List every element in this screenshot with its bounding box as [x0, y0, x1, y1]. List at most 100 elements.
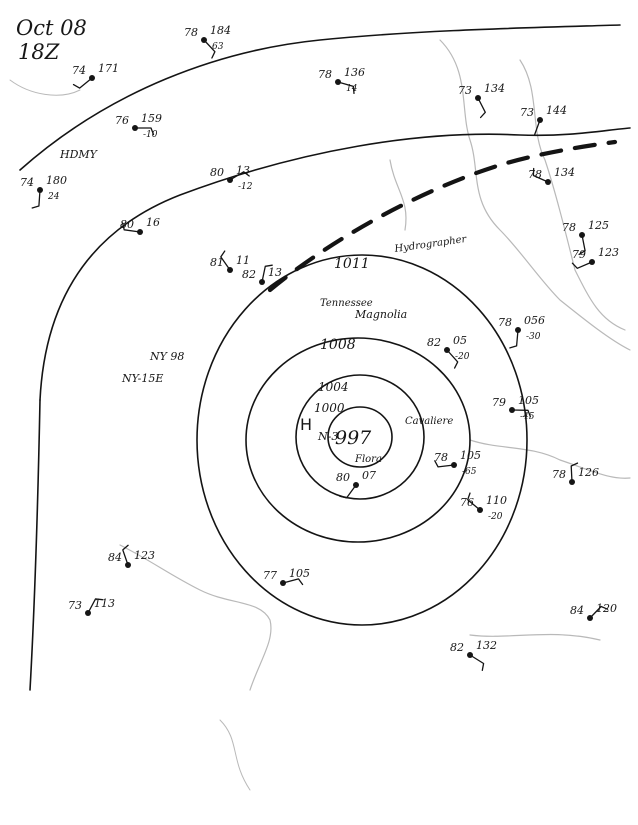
station-tendency: -45: [520, 412, 535, 422]
storm-label: Flora: [354, 454, 382, 465]
wind-barb: [570, 462, 579, 483]
station-pressure: 134: [484, 82, 505, 95]
wind-barb: [339, 484, 357, 499]
station-temperature: 80: [120, 218, 134, 231]
station-pressure: 105: [460, 449, 481, 462]
station-pressure: 16: [146, 216, 160, 229]
station-temperature: 84: [108, 551, 122, 564]
wind-barb: [337, 81, 355, 95]
station-temperature: 73: [520, 106, 534, 119]
ship-label-cavaliere: Cavaliere: [405, 416, 453, 427]
station-pressure: 113: [94, 597, 115, 610]
ship-label-hdmy: HDMY: [59, 148, 99, 161]
wind-barb: [446, 349, 459, 369]
station-pressure: 123: [134, 549, 155, 562]
station-temperature: 73: [68, 599, 82, 612]
station-temperature: 74: [20, 176, 34, 189]
map-time: 18Z: [18, 40, 60, 64]
storm-symbol: H: [300, 415, 312, 434]
station-temperature: 82: [450, 641, 464, 654]
ship-label-magnolia: Magnolia: [354, 308, 407, 321]
wind-barb: [261, 264, 273, 283]
station-temperature: 78: [562, 221, 576, 234]
wind-barb: [31, 189, 41, 209]
station-pressure: 136: [344, 66, 365, 79]
station-temperature: 77: [263, 569, 277, 582]
station-pressure: 13: [268, 266, 282, 279]
wind-barb: [122, 544, 129, 566]
frontal-curves: [19, 24, 631, 691]
station-pressure: 159: [141, 112, 162, 125]
isobars: [196, 254, 528, 626]
wind-barb: [509, 329, 519, 349]
station-temperature: 82: [427, 336, 441, 349]
wind-barb: [87, 598, 104, 614]
wind-barb: [477, 97, 486, 119]
wind-barb: [203, 39, 216, 59]
station-pressure: 134: [554, 166, 575, 179]
station-tendency: -10: [143, 130, 158, 140]
storm-pressure: 997: [335, 427, 372, 449]
station-pressure: 184: [210, 24, 231, 37]
wind-barb: [72, 77, 93, 89]
station-temperature: 78: [434, 451, 448, 464]
isobar-label-1004: 1004: [318, 380, 349, 394]
station-pressure: 11: [236, 254, 250, 267]
station-tendency: -12: [238, 182, 253, 192]
ship-label-ny98: NY 98: [149, 350, 184, 363]
station-pressure: 123: [598, 246, 619, 259]
wind-barb: [571, 261, 593, 269]
map-date: Oct 08: [16, 16, 87, 40]
wind-barb: [467, 492, 481, 511]
isobar-label-1011: 1011: [334, 256, 370, 272]
station-pressure: 125: [588, 219, 609, 232]
ship-label-n3: N-3: [317, 430, 338, 443]
station-temperature: 73: [458, 84, 472, 97]
station-tendency: 63: [212, 42, 224, 52]
station-pressure: 105: [518, 394, 539, 407]
station-temperature: 74: [72, 64, 86, 77]
wind-barb: [589, 605, 609, 619]
station-temperature: 79: [492, 396, 506, 409]
station-pressure: 180: [46, 174, 67, 187]
station-temperature: 82: [242, 268, 256, 281]
station-pressure: 05: [453, 334, 467, 347]
station-pressure: 110: [486, 494, 507, 507]
isobar-label-1000: 1000: [314, 401, 345, 415]
station-pressure: 126: [578, 466, 599, 479]
wind-barb: [434, 460, 455, 468]
station-temperature: 81: [210, 256, 224, 269]
wind-barb: [532, 167, 549, 183]
wind-barb: [511, 409, 532, 418]
station-temperature: 78: [498, 316, 512, 329]
wind-barbs: [31, 37, 609, 672]
station-pressure: 105: [289, 567, 310, 580]
isobar-label-1008: 1008: [320, 337, 356, 353]
ship-label-tennessee: Tennessee: [320, 298, 373, 309]
wind-barb: [229, 171, 250, 181]
station-temperature: 80: [336, 471, 350, 484]
station-temperature: 78: [184, 26, 198, 39]
station-temperature: 84: [570, 604, 584, 617]
station-temperature: 80: [210, 166, 224, 179]
wind-barb: [220, 250, 231, 271]
station-tendency: -65: [462, 467, 477, 477]
station-temperature: 76: [460, 496, 474, 509]
wind-barb: [578, 234, 586, 256]
coastlines: [9, 39, 631, 791]
station-tendency: -20: [488, 512, 503, 522]
ship-label-hydrographer: Hydrographer: [393, 234, 468, 255]
wind-barb: [134, 127, 155, 136]
wind-barb: [469, 654, 485, 672]
wind-barb: [282, 578, 304, 586]
station-temperature: 78: [552, 468, 566, 481]
station-temperature: 78: [318, 68, 332, 81]
station-pressure: 132: [476, 639, 497, 652]
wind-barb: [121, 222, 141, 233]
station-tendency: -20: [455, 352, 470, 362]
station-tendency: -30: [526, 332, 541, 342]
station-pressure: 171: [98, 62, 119, 75]
wind-barb: [526, 119, 541, 136]
station-tendency: 14: [346, 84, 358, 94]
